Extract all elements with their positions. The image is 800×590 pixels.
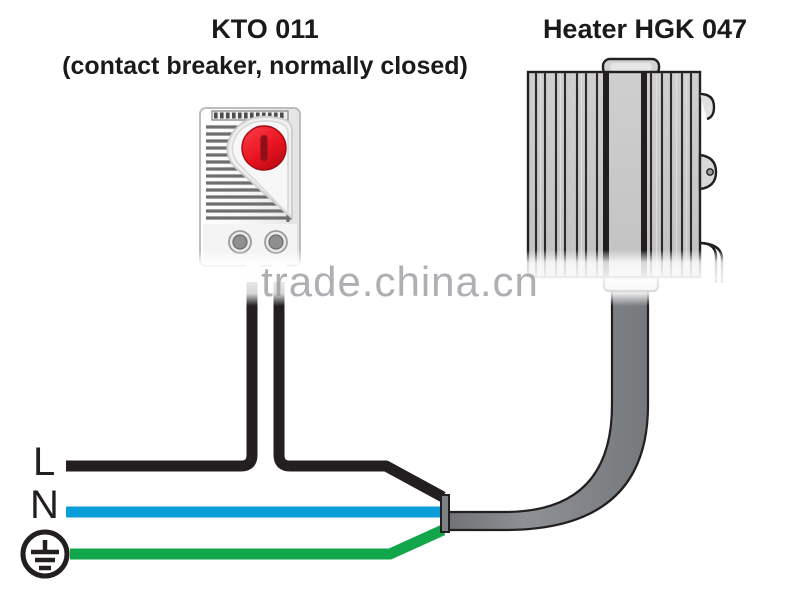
terminal-label-N: N (30, 483, 59, 527)
heater-device (526, 57, 724, 283)
heater-cable (441, 286, 650, 532)
black-wires (66, 282, 446, 502)
terminal-screw-2-icon[interactable] (268, 234, 284, 250)
thermostat-device (199, 107, 301, 284)
thermostat-subtitle: (contact breaker, normally closed) (62, 52, 468, 80)
cable-end-cap (440, 494, 450, 533)
knob-slot-icon (260, 135, 268, 161)
wire-heater-segment (273, 282, 446, 502)
thermostat-terminals (228, 230, 288, 254)
thermostat-title: KTO 011 (211, 14, 319, 44)
lead-sleeve-2 (272, 262, 286, 284)
heater-side-clips (698, 92, 724, 283)
terminal-screw-1-icon[interactable] (232, 234, 248, 250)
heater-fins (534, 72, 693, 277)
earth-ground-icon (20, 529, 70, 579)
heater-title: Heater HGK 047 (542, 14, 748, 44)
terminal-label-L: L (33, 440, 56, 484)
heater-clip-pivot-icon (706, 168, 714, 176)
heater-body (526, 70, 702, 279)
wire-L-segment (66, 282, 258, 472)
lead-sleeve-1 (246, 262, 260, 284)
thermostat-set-knob[interactable] (241, 125, 287, 171)
wire-PE (70, 524, 446, 560)
